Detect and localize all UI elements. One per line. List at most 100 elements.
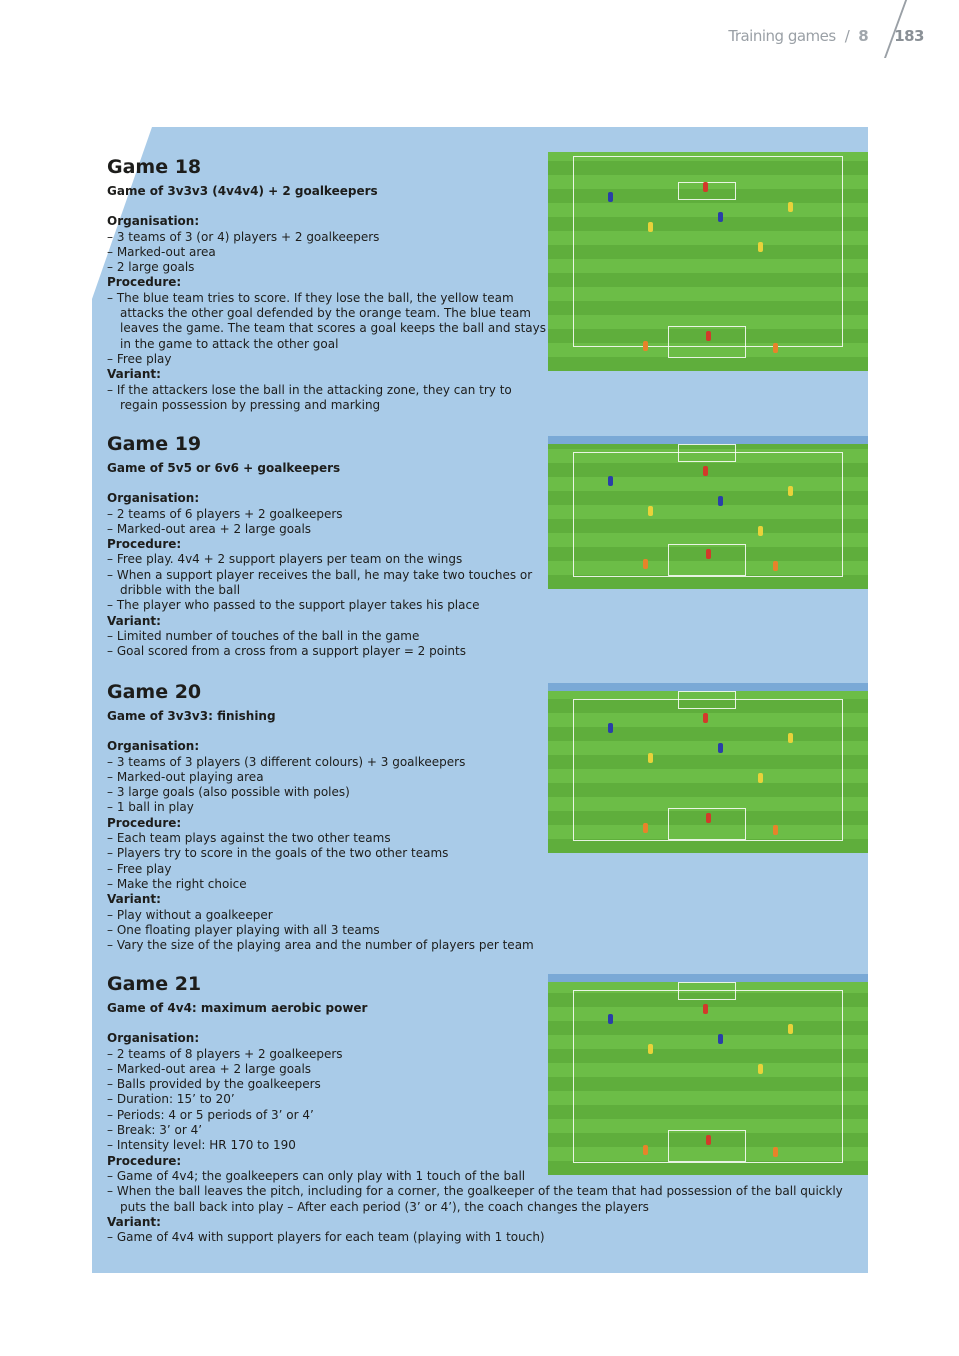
organisation-item: 3 large goals (also possible with poles) (107, 785, 547, 800)
player-marker (648, 1044, 653, 1054)
procedure-item: The blue team tries to score. If they lo… (107, 291, 547, 352)
variant-label: Variant: (107, 367, 161, 382)
procedure-label: Procedure: (107, 537, 182, 552)
chapter-number: 8 (858, 27, 869, 45)
player-marker (718, 743, 723, 753)
player-marker (758, 242, 763, 252)
player-marker (788, 1024, 793, 1034)
procedure-item: The player who passed to the support pla… (107, 598, 547, 613)
game-title: Game 20 (107, 681, 202, 703)
player-marker (788, 733, 793, 743)
player-marker (758, 773, 763, 783)
page-number: 183 (894, 27, 924, 45)
player-marker (703, 466, 708, 476)
organisation-item: Marked-out area + 2 large goals (107, 522, 547, 537)
player-marker (773, 1147, 778, 1157)
procedure-item: Free play. 4v4 + 2 support players per t… (107, 552, 547, 567)
player-marker (718, 1034, 723, 1044)
game-title: Game 19 (107, 433, 202, 455)
section-title: Training games (728, 27, 836, 45)
organisation-item: 3 teams of 3 (or 4) players + 2 goalkeep… (107, 230, 547, 245)
player-marker (608, 476, 613, 486)
variant-item: If the attackers lose the ball in the at… (107, 383, 547, 414)
organisation-item: 2 teams of 8 players + 2 goalkeepers (107, 1047, 852, 1062)
variant-label: Variant: (107, 613, 161, 628)
game-title: Game 18 (107, 156, 202, 178)
pitch-diagram (548, 152, 868, 371)
player-marker (718, 212, 723, 222)
player-marker (758, 1064, 763, 1074)
organisation-item: 2 teams of 6 players + 2 goalkeepers (107, 507, 547, 522)
variant-item: Game of 4v4 with support players for eac… (107, 1230, 852, 1245)
player-marker (773, 825, 778, 835)
procedure-item: Game of 4v4; the goalkeepers can only pl… (107, 1169, 852, 1184)
organisation-item: Break: 3’ or 4’ (107, 1123, 852, 1138)
pitch-diagram (548, 436, 868, 589)
organisation-item: Marked-out playing area (107, 770, 547, 785)
procedure-item: Make the right choice (107, 877, 547, 892)
variant-item: Play without a goalkeeper (107, 908, 547, 923)
player-marker (608, 723, 613, 733)
variant-item: Vary the size of the playing area and th… (107, 938, 547, 953)
variant-item: Goal scored from a cross from a support … (107, 644, 547, 659)
variant-label: Variant: (107, 892, 161, 907)
game-subtitle: Game of 3v3v3: finishing (107, 709, 276, 723)
player-marker (643, 823, 648, 833)
procedure-item: Players try to score in the goals of the… (107, 846, 547, 861)
player-marker (788, 202, 793, 212)
player-marker (706, 549, 711, 559)
game-subtitle: Game of 4v4: maximum aerobic power (107, 1001, 368, 1015)
organisation-item: Marked-out area (107, 245, 547, 260)
player-marker (773, 561, 778, 571)
player-marker (608, 192, 613, 202)
organisation-item: 1 ball in play (107, 800, 547, 815)
procedure-item: When the ball leaves the pitch, includin… (107, 1184, 852, 1215)
procedure-label: Procedure: (107, 815, 182, 830)
variant-label: Variant: (107, 1214, 161, 1229)
player-marker (758, 526, 763, 536)
game-subtitle: Game of 5v5 or 6v6 + goalkeepers (107, 461, 341, 475)
organisation-item: Marked-out area + 2 large goals (107, 1062, 852, 1077)
pitch-diagram (548, 683, 868, 853)
procedure-item: Free play (107, 352, 547, 367)
organisation-item: 2 large goals (107, 260, 547, 275)
player-marker (706, 813, 711, 823)
player-marker (643, 559, 648, 569)
procedure-label: Procedure: (107, 1153, 182, 1168)
organisation-item: Intensity level: HR 170 to 190 (107, 1138, 852, 1153)
player-marker (706, 331, 711, 341)
game-subtitle: Game of 3v3v3 (4v4v4) + 2 goalkeepers (107, 184, 378, 198)
player-marker (648, 222, 653, 232)
player-marker (773, 343, 778, 353)
organisation-item: Periods: 4 or 5 periods of 3’ or 4’ (107, 1108, 852, 1123)
player-marker (643, 341, 648, 351)
organisation-label: Organisation: (107, 1031, 200, 1046)
player-marker (703, 1004, 708, 1014)
organisation-label: Organisation: (107, 739, 200, 754)
organisation-item: Duration: 15’ to 20’ (107, 1092, 852, 1107)
variant-item: One floating player playing with all 3 t… (107, 923, 547, 938)
player-marker (718, 496, 723, 506)
organisation-item: Balls provided by the goalkeepers (107, 1077, 852, 1092)
player-marker (608, 1014, 613, 1024)
player-marker (703, 182, 708, 192)
game-title: Game 21 (107, 973, 202, 995)
pitch-diagram (548, 974, 868, 1175)
organisation-label: Organisation: (107, 214, 200, 229)
game-section: Game 18 Game of 3v3v3 (4v4v4) + 2 goalke… (107, 155, 547, 413)
player-marker (788, 486, 793, 496)
organisation-label: Organisation: (107, 491, 200, 506)
procedure-item: When a support player receives the ball,… (107, 568, 547, 599)
organisation-item: 3 teams of 3 players (3 different colour… (107, 755, 547, 770)
procedure-item: Each team plays against the two other te… (107, 831, 547, 846)
game-section: Game 19 Game of 5v5 or 6v6 + goalkeepers… (107, 432, 547, 660)
player-marker (643, 1145, 648, 1155)
player-marker (648, 506, 653, 516)
variant-item: Limited number of touches of the ball in… (107, 629, 547, 644)
game-section: Game 21 Game of 4v4: maximum aerobic pow… (107, 972, 852, 1245)
player-marker (706, 1135, 711, 1145)
player-marker (703, 713, 708, 723)
